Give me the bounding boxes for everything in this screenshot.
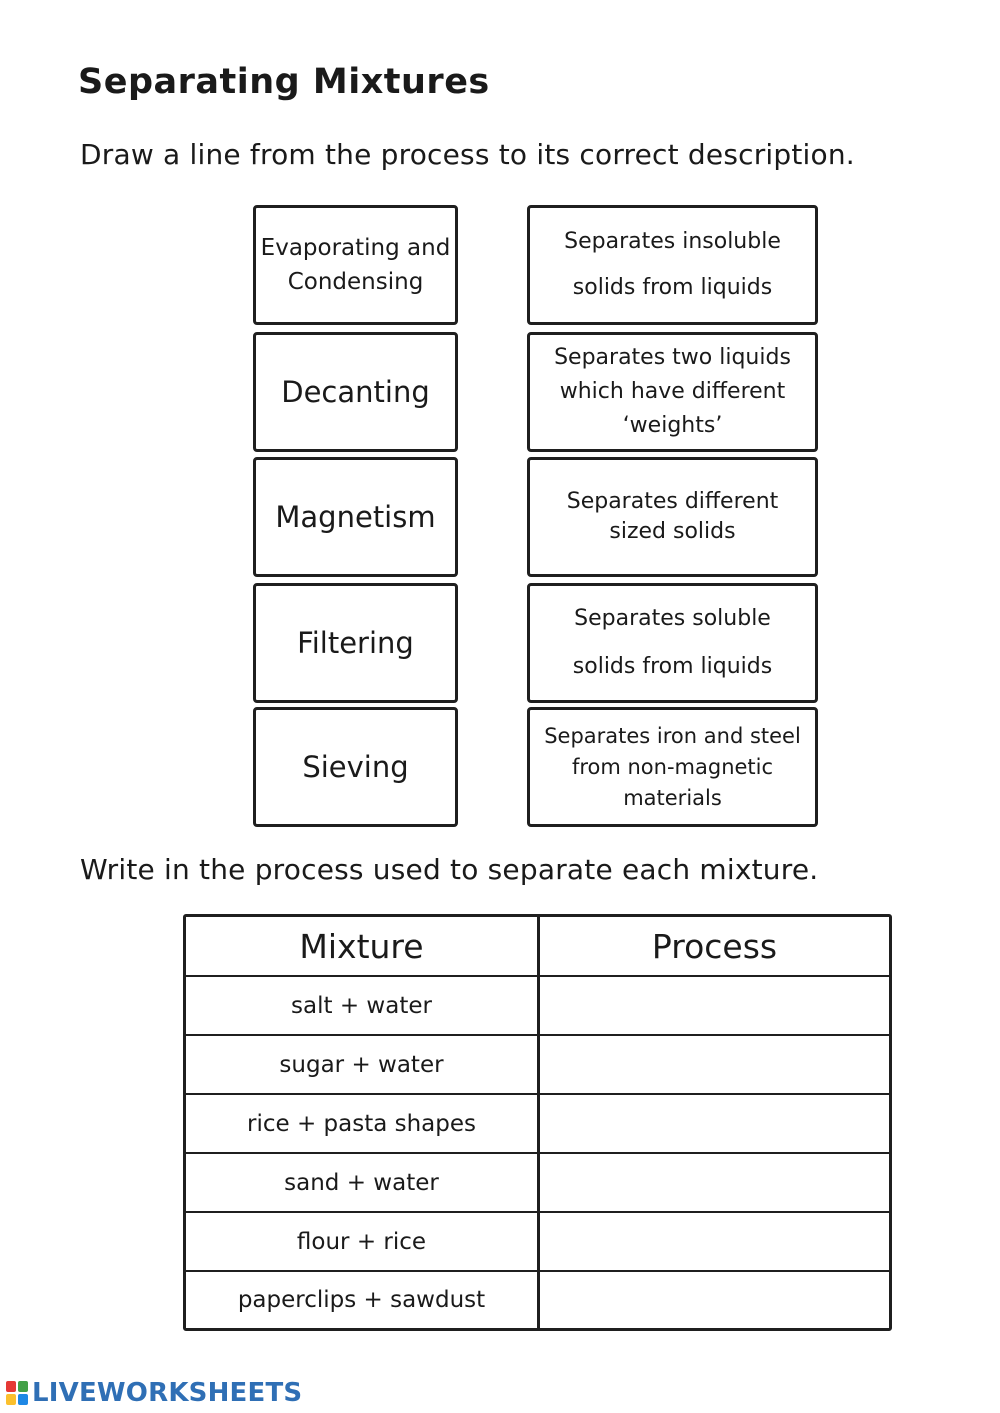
liveworksheets-logo: LIVEWORKSHEETS — [6, 1378, 302, 1408]
logo-square-icon — [18, 1381, 28, 1392]
description-box-sized-solids[interactable]: Separates different sized solids — [527, 457, 818, 577]
table-row: paperclips + sawdust — [186, 1271, 889, 1328]
table-row: flour + rice — [186, 1212, 889, 1273]
brand-name: LIVEWORKSHEETS — [32, 1378, 303, 1408]
description-box-insoluble[interactable]: Separates insoluble solids from liquids — [527, 205, 818, 325]
logo-mark-icon — [6, 1381, 28, 1405]
process-box-magnetism[interactable]: Magnetism — [253, 457, 458, 577]
logo-square-icon — [18, 1394, 28, 1405]
process-box-evaporating[interactable]: Evaporating and Condensing — [253, 205, 458, 325]
description-label: Separates two liquids which have differe… — [554, 345, 791, 438]
process-answer-cell[interactable] — [538, 1212, 889, 1273]
process-answer-cell[interactable] — [539, 1271, 890, 1328]
process-answer-cell[interactable] — [538, 1153, 889, 1214]
mixture-cell: paperclips + sawdust — [186, 1271, 540, 1328]
mixture-cell: rice + pasta shapes — [186, 1094, 540, 1155]
table-header-row: Mixture Process — [186, 917, 889, 977]
table-row: sugar + water — [186, 1035, 889, 1096]
process-label: Evaporating and Condensing — [260, 235, 451, 295]
header-process: Process — [538, 917, 889, 977]
match-instruction: Draw a line from the process to its corr… — [80, 138, 855, 171]
write-instruction: Write in the process used to separate ea… — [80, 853, 819, 886]
mixture-cell: sugar + water — [186, 1035, 540, 1096]
process-answer-cell[interactable] — [538, 1094, 889, 1155]
mixture-cell: salt + water — [186, 976, 540, 1037]
process-box-decanting[interactable]: Decanting — [253, 332, 458, 452]
mixture-cell: flour + rice — [186, 1212, 540, 1273]
table-row: salt + water — [186, 976, 889, 1037]
process-label: Magnetism — [275, 500, 436, 534]
page-title: Separating Mixtures — [78, 62, 490, 102]
mixture-table: Mixture Process salt + water sugar + wat… — [183, 914, 892, 1331]
logo-square-icon — [6, 1381, 16, 1392]
logo-square-icon — [6, 1394, 16, 1405]
process-label: Filtering — [297, 626, 414, 660]
process-answer-cell[interactable] — [538, 1035, 889, 1096]
description-label: Separates different sized solids — [566, 489, 779, 544]
process-label: Decanting — [281, 375, 430, 409]
description-label: Separates insoluble solids from liquids — [564, 229, 781, 300]
header-mixture: Mixture — [186, 917, 540, 977]
process-label: Sieving — [302, 750, 409, 784]
process-box-filtering[interactable]: Filtering — [253, 583, 458, 703]
description-box-soluble[interactable]: Separates soluble solids from liquids — [527, 583, 818, 703]
mixture-cell: sand + water — [186, 1153, 540, 1214]
description-label: Separates soluble solids from liquids — [572, 606, 773, 679]
description-label: Separates iron and steel from non-magnet… — [544, 723, 801, 810]
table-row: rice + pasta shapes — [186, 1094, 889, 1155]
description-box-two-liquids[interactable]: Separates two liquids which have differe… — [527, 332, 818, 452]
process-answer-cell[interactable] — [538, 976, 889, 1037]
description-box-magnetic[interactable]: Separates iron and steel from non-magnet… — [527, 707, 818, 827]
process-box-sieving[interactable]: Sieving — [253, 707, 458, 827]
table-row: sand + water — [186, 1153, 889, 1214]
